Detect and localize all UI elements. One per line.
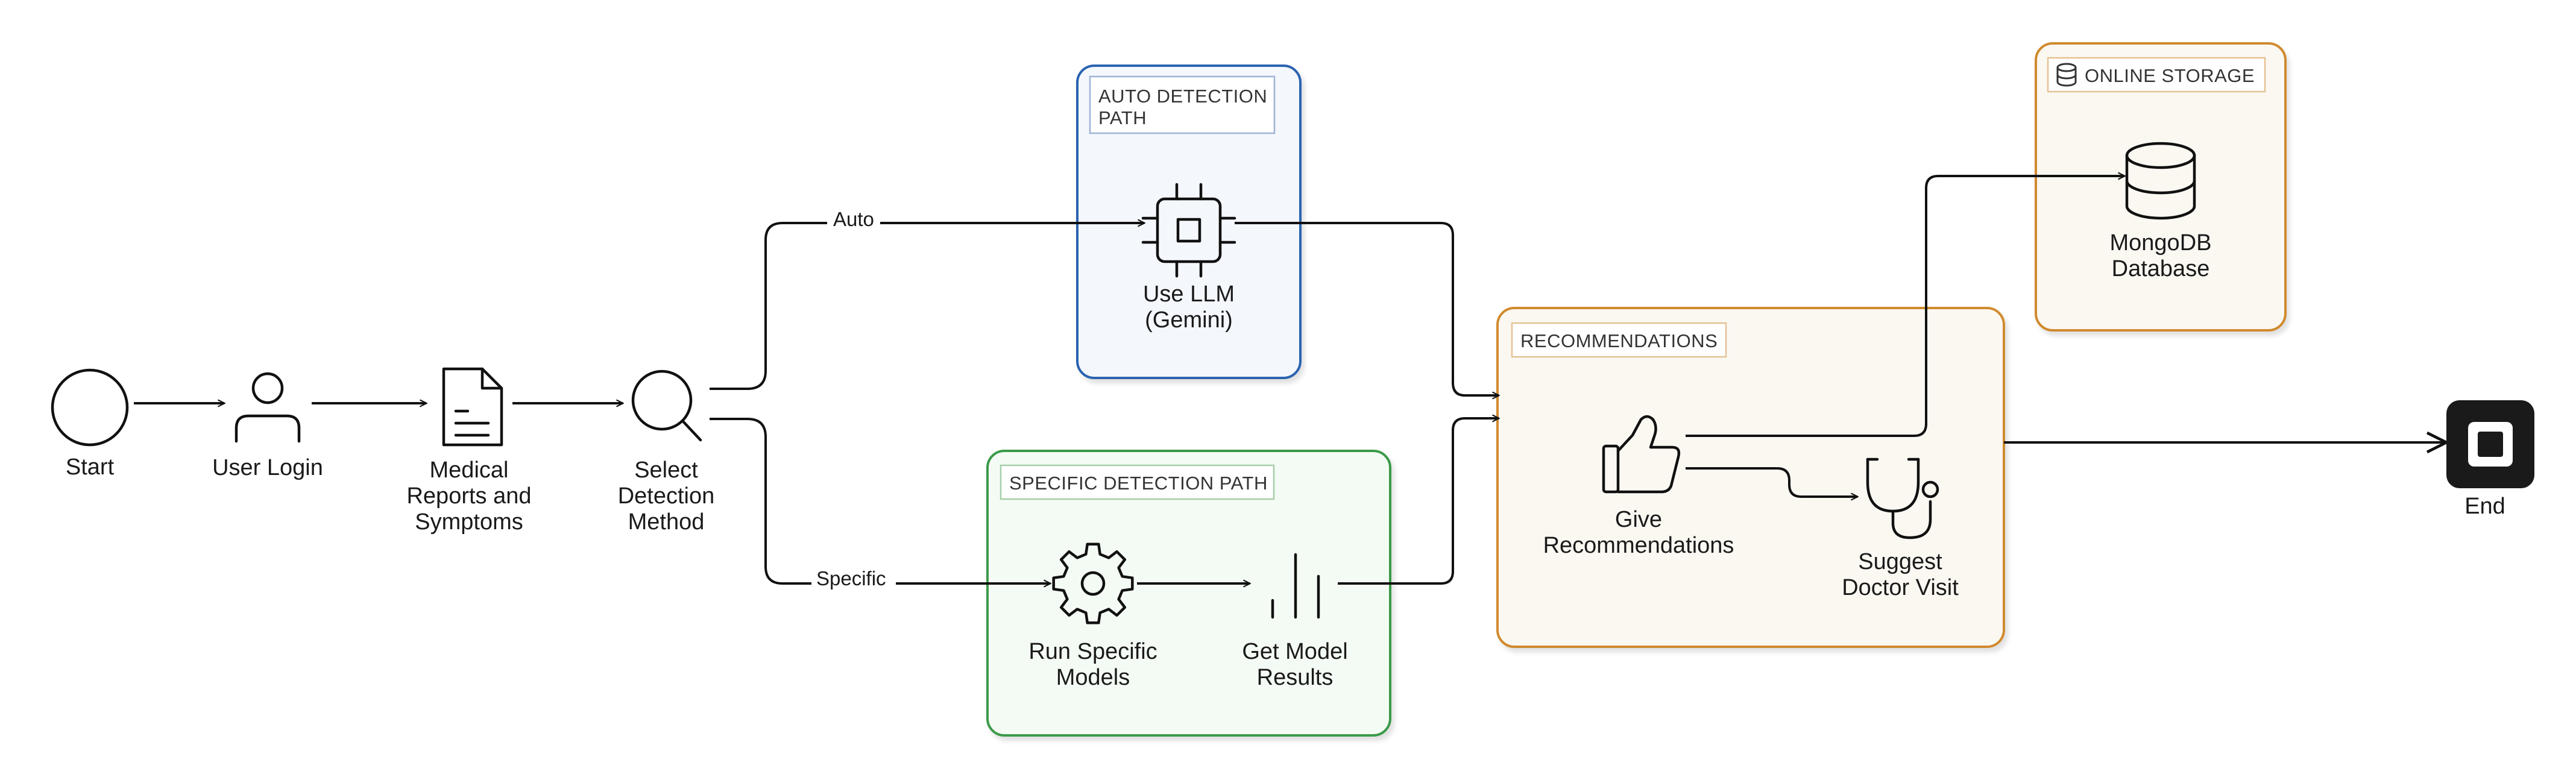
node-reports-label-3: Symptoms — [415, 509, 523, 535]
node-doctor-label-1: Suggest — [1858, 549, 1942, 574]
node-start: Start — [51, 368, 129, 480]
node-llm-label-1: Use LLM — [1143, 281, 1235, 307]
stethoscope-icon — [1866, 458, 1939, 539]
node-get-results: Get Model Results — [1242, 553, 1348, 690]
node-medical-reports: Medical Reports and Symptoms — [406, 367, 532, 535]
document-icon — [442, 367, 503, 447]
node-select-label-1: Select — [634, 458, 698, 483]
node-llm-label-2: (Gemini) — [1145, 307, 1233, 333]
node-start-label: Start — [66, 454, 115, 480]
node-mongodb-label-1: MongoDB — [2110, 230, 2212, 256]
group-auto-title-line1: AUTO DETECTION — [1098, 86, 1267, 107]
node-give-rec-label-2: Recommendations — [1543, 533, 1734, 558]
edge-results-recommendations — [1338, 418, 1499, 585]
group-storage-title-box — [2047, 57, 2266, 93]
group-specific-detection: SPECIFIC DETECTION PATH — [986, 450, 1391, 737]
node-user-login-label: User Login — [212, 455, 323, 480]
node-reports-label-2: Reports and — [406, 483, 531, 509]
gear-icon — [1052, 542, 1134, 624]
group-auto-detection: AUTO DETECTION PATH — [1076, 64, 1302, 379]
node-user-login: User Login — [212, 372, 323, 480]
node-select-method: Select Detection Method — [618, 369, 715, 535]
edge-select-llm — [710, 223, 1144, 390]
node-use-llm: Use LLM (Gemini) — [1141, 183, 1236, 333]
database-icon — [2056, 63, 2077, 87]
database-icon — [2125, 142, 2196, 220]
group-recommendations-frame — [1496, 307, 2005, 648]
user-icon — [235, 372, 301, 443]
node-run-models-label-2: Models — [1056, 665, 1130, 690]
group-auto-title-line2: PATH — [1098, 107, 1147, 128]
edge-rec-mongodb — [1686, 176, 2124, 437]
edges: Auto Specific — [134, 176, 2446, 596]
node-run-models: Run Specific Models — [1028, 542, 1157, 690]
node-get-results-label-1: Get Model — [1242, 639, 1347, 664]
circle-icon — [51, 368, 129, 447]
group-storage-frame — [2035, 42, 2287, 332]
group-storage-title: ONLINE STORAGE — [2085, 65, 2255, 86]
group-recommendations-title: RECOMMENDATIONS — [1520, 330, 1718, 351]
node-select-label-3: Method — [628, 509, 705, 535]
node-get-results-label-2: Results — [1257, 665, 1334, 690]
group-specific-frame — [986, 450, 1391, 737]
node-run-models-label-1: Run Specific — [1028, 639, 1157, 664]
node-end: End — [2446, 400, 2534, 519]
edge-llm-recommendations — [1235, 222, 1499, 395]
cpu-chip-icon — [1141, 183, 1236, 278]
node-select-label-2: Detection — [618, 483, 715, 509]
node-give-recommendations: Give Recommendations — [1543, 415, 1734, 558]
edge-label-specific: Specific — [816, 567, 886, 590]
edge-label-auto: Auto — [833, 208, 874, 230]
group-online-storage: ONLINE STORAGE — [2035, 42, 2287, 332]
node-mongodb-label-2: Database — [2112, 256, 2210, 281]
group-recommendations: RECOMMENDATIONS — [1496, 307, 2005, 648]
group-auto-title-box — [1089, 75, 1276, 134]
thumbs-up-icon — [1602, 415, 1681, 494]
edge-label-auto-bg — [827, 209, 880, 235]
bar-chart-icon — [1271, 553, 1320, 619]
edge-rec-doctor — [1686, 467, 1857, 497]
node-doctor-label-2: Doctor Visit — [1842, 575, 1959, 600]
group-specific-title-box — [1000, 464, 1275, 500]
group-recommendations-title-box — [1511, 322, 1727, 358]
node-end-label: End — [2464, 494, 2505, 519]
node-mongodb: MongoDB Database — [2110, 142, 2212, 281]
node-suggest-doctor: Suggest Doctor Visit — [1842, 458, 1959, 600]
search-icon — [631, 369, 702, 442]
group-specific-title: SPECIFIC DETECTION PATH — [1009, 473, 1268, 494]
node-reports-label-1: Medical — [430, 458, 509, 483]
stop-icon — [2446, 400, 2534, 488]
edge-select-run-models — [710, 418, 1050, 583]
node-give-rec-label-1: Give — [1615, 507, 1662, 532]
edge-label-specific-bg — [811, 569, 896, 596]
